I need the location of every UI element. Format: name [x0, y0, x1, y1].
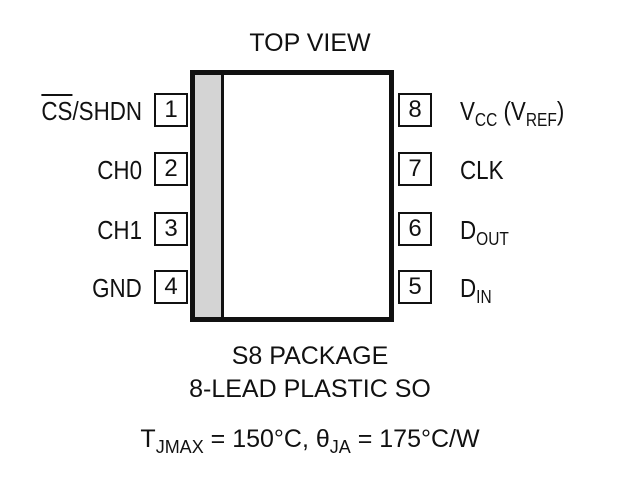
ic-package [190, 70, 394, 322]
theta-sub: JA [329, 437, 351, 457]
cs-overline-text: CS [41, 96, 73, 126]
pin-1-box: 1 [154, 93, 188, 127]
tjmax-value: = 150°C, [203, 425, 316, 453]
din-main: D [460, 273, 477, 303]
vref-main: (V [497, 96, 526, 126]
pin-1-label: CS/SHDN [41, 98, 142, 124]
package-description: 8-LEAD PLASTIC SO [189, 375, 431, 403]
dout-sub: OUT [476, 229, 509, 249]
top-view-title: TOP VIEW [249, 29, 371, 57]
pin1-stripe [195, 75, 224, 317]
pin-5-box: 5 [398, 270, 432, 304]
theta-value: = 175°C/W [350, 425, 480, 453]
pin-8-label: VCC (VREF) [460, 96, 565, 129]
vref-sub: REF [525, 110, 557, 130]
tjmax-sub: JMAX [155, 437, 204, 457]
pin-3-label: CH1 [97, 215, 142, 245]
pin-3-box: 3 [154, 212, 188, 246]
tjmax-main: T [140, 425, 156, 453]
pin-6-label: DOUT [460, 215, 509, 248]
pin-2-label: CH0 [97, 155, 142, 185]
vcc-sub: CC [474, 110, 498, 130]
shdn-text: /SHDN [72, 96, 142, 126]
pin-4-label: GND [92, 273, 142, 303]
pin-4-box: 4 [154, 270, 188, 304]
dout-main: D [460, 215, 477, 245]
theta-symbol: θ [315, 425, 330, 453]
pin-5-label: DIN [460, 273, 492, 306]
pin-7-label: CLK [460, 155, 504, 185]
pin-2-box: 2 [154, 152, 188, 186]
pin-7-box: 7 [398, 152, 432, 186]
din-sub: IN [476, 287, 492, 307]
thermal-spec: TJMAX = 150°C, θJA = 175°C/W [0, 425, 620, 456]
vref-close: ) [556, 96, 565, 126]
pin-6-box: 6 [398, 212, 432, 246]
vcc-main: V [460, 96, 475, 126]
pin-8-box: 8 [398, 93, 432, 127]
package-name: S8 PACKAGE [231, 342, 389, 370]
